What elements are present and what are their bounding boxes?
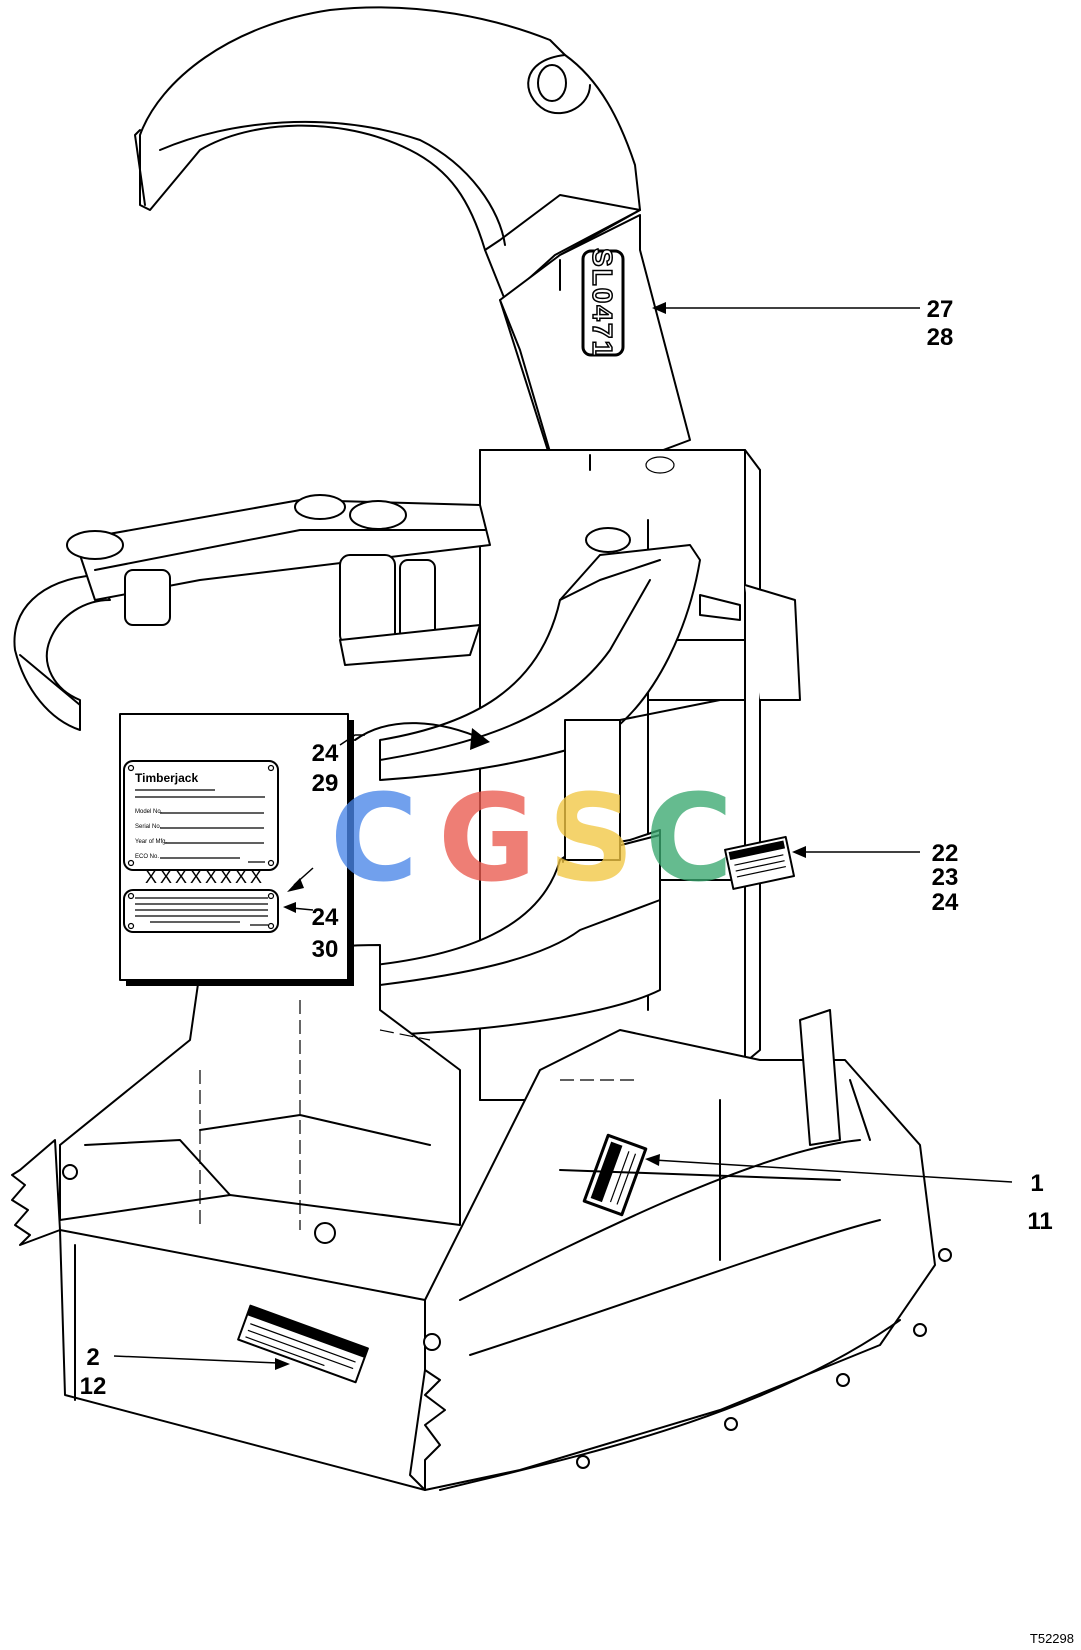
lower-grapple (374, 699, 721, 1036)
figure-id: T52298 (1030, 1631, 1074, 1646)
plate-brand: Timberjack (135, 771, 198, 785)
leader-lines (113, 302, 1013, 1370)
watermark-letter-g: G (438, 770, 537, 909)
watermark-letter-s: S (548, 770, 634, 909)
callout-29: 29 (312, 770, 339, 797)
plate-row-year: Year of Mfg. (135, 839, 167, 845)
watermark: C G S C (330, 770, 733, 909)
watermark-letter-c2: C (645, 770, 733, 909)
watermark-letter-c1: C (330, 770, 418, 909)
callout-24-upper: 24 (312, 740, 339, 767)
plate-row-eco: ECO No. (135, 854, 159, 860)
top-arm (134, 6, 691, 521)
inset-plate: Timberjack Model No. Serial No. Year of … (119, 713, 354, 986)
arm-decal-text: SL0471 (587, 248, 618, 358)
callout-2: 2 (86, 1344, 99, 1371)
callouts: 27 28 24 29 24 30 22 23 24 1 11 2 12 (80, 296, 1053, 1400)
arm-decal: SL0471 (581, 247, 625, 359)
base-tray (11, 944, 952, 1491)
plate-x-marks: XXXXXXXX (145, 867, 265, 887)
callout-1: 1 (1030, 1170, 1043, 1197)
callout-12: 12 (80, 1373, 107, 1400)
plate-row-model: Model No. (135, 809, 163, 815)
callout-28: 28 (927, 324, 954, 351)
front-caution-decal (237, 1304, 369, 1384)
callout-30: 30 (312, 936, 339, 963)
plate-row-serial: Serial No. (135, 824, 162, 830)
danger-decal (582, 1133, 648, 1217)
callout-24-lower: 24 (312, 904, 339, 931)
callout-24-right: 24 (932, 889, 959, 916)
callout-27: 27 (927, 296, 954, 323)
callout-22: 22 (932, 840, 959, 867)
right-warning-decal (724, 835, 796, 890)
callout-23: 23 (932, 864, 959, 891)
callout-11: 11 (1027, 1208, 1052, 1235)
